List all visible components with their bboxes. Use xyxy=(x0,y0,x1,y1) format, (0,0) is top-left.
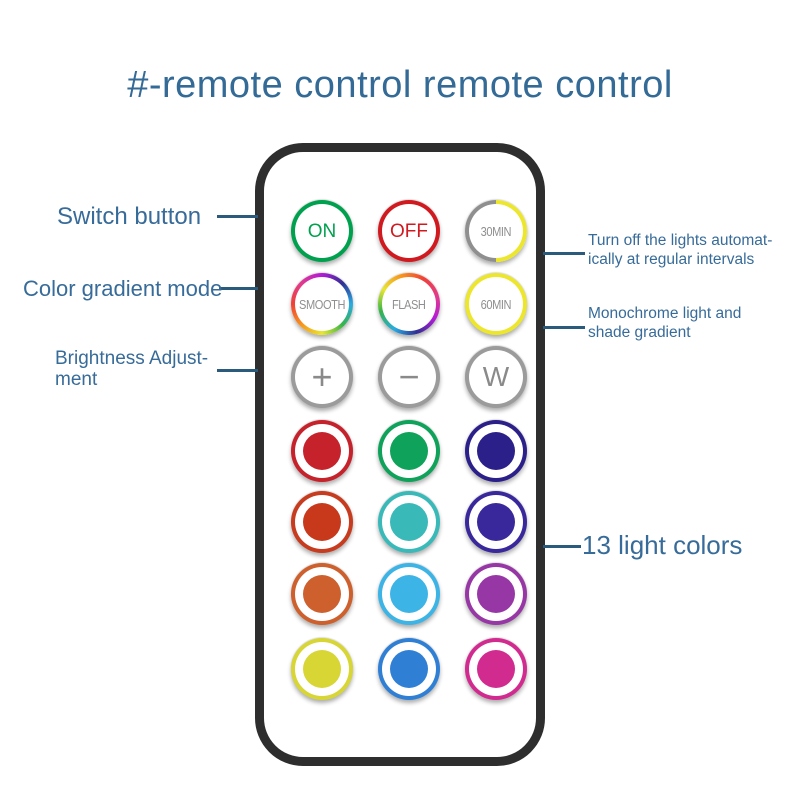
flash-mode-button-text: FLASH xyxy=(392,296,426,312)
page-title: #-remote control remote control xyxy=(127,64,673,106)
monochrome-gradient-label: Monochrome light and shade gradient xyxy=(588,305,742,341)
color-teal-button-dot xyxy=(390,503,428,541)
brightness-leader-line xyxy=(217,369,258,372)
light-colors-count-label: 13 light colors xyxy=(582,530,743,560)
on-button: ON xyxy=(291,200,353,262)
white-light-button-text: W xyxy=(482,361,510,392)
brightness-down-button-text: − xyxy=(398,356,420,397)
color-blue-button-dot xyxy=(390,650,428,688)
switch-button-label: Switch button xyxy=(57,203,202,230)
color-indigo-button xyxy=(465,491,527,553)
color-red-button-face xyxy=(295,424,349,478)
monochrome-gradient-leader-line xyxy=(543,326,585,329)
flash-mode-button-face: FLASH xyxy=(382,277,436,331)
color-green-button-dot xyxy=(390,432,428,470)
off-button-face: OFF xyxy=(382,204,436,258)
color-magenta-button xyxy=(465,638,527,700)
remote-control-body: ON OFF 30MIN SMOOTH FLASH 60MIN + − W xyxy=(255,143,545,766)
color-yellow-button-dot xyxy=(303,650,341,688)
auto-off-timer-leader-line xyxy=(543,252,585,255)
white-light-button-face: W xyxy=(469,350,523,404)
color-purple-button-dot xyxy=(477,575,515,613)
smooth-mode-button: SMOOTH xyxy=(291,273,353,335)
color-orange-button xyxy=(291,563,353,625)
color-gradient-mode-label: Color gradient mode xyxy=(23,276,223,301)
color-sky-blue-button-dot xyxy=(390,575,428,613)
brightness-down-button: − xyxy=(378,346,440,408)
color-scarlet-button-face xyxy=(295,495,349,549)
light-colors-leader-line xyxy=(543,545,581,548)
color-magenta-button-face xyxy=(469,642,523,696)
smooth-mode-button-face: SMOOTH xyxy=(295,277,349,331)
brightness-up-button-face: + xyxy=(295,350,349,404)
timer-30min-button: 30MIN xyxy=(465,200,527,262)
timer-60min-button-text: 60MIN xyxy=(480,296,512,312)
color-scarlet-button-dot xyxy=(303,503,341,541)
color-sky-blue-button xyxy=(378,563,440,625)
color-navy-button-dot xyxy=(477,432,515,470)
off-button: OFF xyxy=(378,200,440,262)
smooth-mode-button-text: SMOOTH xyxy=(299,296,345,312)
color-indigo-button-dot xyxy=(477,503,515,541)
timer-30min-button-text: 30MIN xyxy=(480,223,512,239)
color-orange-button-dot xyxy=(303,575,341,613)
brightness-up-button-text: + xyxy=(311,356,333,397)
color-magenta-button-dot xyxy=(477,650,515,688)
auto-off-timer-label: Turn off the lights automat- ically at r… xyxy=(588,232,773,268)
color-teal-button-face xyxy=(382,495,436,549)
on-button-text: ON xyxy=(307,220,337,242)
on-button-face: ON xyxy=(295,204,349,258)
switch-button-leader-line xyxy=(217,215,258,218)
color-sky-blue-button-face xyxy=(382,567,436,621)
white-light-button: W xyxy=(465,346,527,408)
color-purple-button xyxy=(465,563,527,625)
color-indigo-button-face xyxy=(469,495,523,549)
color-red-button xyxy=(291,420,353,482)
timer-60min-button: 60MIN xyxy=(465,273,527,335)
color-gradient-leader-line xyxy=(219,287,258,290)
off-button-text: OFF xyxy=(390,220,428,242)
color-yellow-button-face xyxy=(295,642,349,696)
color-scarlet-button xyxy=(291,491,353,553)
brightness-up-button: + xyxy=(291,346,353,408)
timer-30min-button-face: 30MIN xyxy=(469,204,523,258)
brightness-down-button-face: − xyxy=(382,350,436,404)
color-orange-button-face xyxy=(295,567,349,621)
flash-mode-button: FLASH xyxy=(378,273,440,335)
color-navy-button xyxy=(465,420,527,482)
timer-60min-button-face: 60MIN xyxy=(469,277,523,331)
color-purple-button-face xyxy=(469,567,523,621)
color-yellow-button xyxy=(291,638,353,700)
color-green-button xyxy=(378,420,440,482)
color-red-button-dot xyxy=(303,432,341,470)
color-green-button-face xyxy=(382,424,436,478)
color-navy-button-face xyxy=(469,424,523,478)
color-blue-button xyxy=(378,638,440,700)
brightness-adjustment-label: Brightness Adjust- ment xyxy=(55,348,209,390)
color-teal-button xyxy=(378,491,440,553)
color-blue-button-face xyxy=(382,642,436,696)
